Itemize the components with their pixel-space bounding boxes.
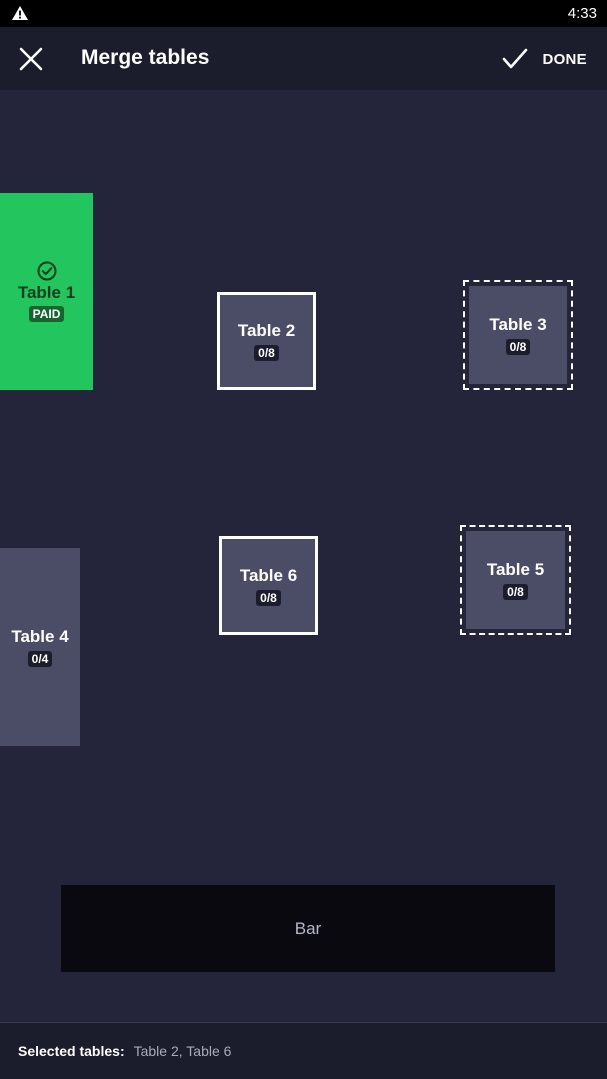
check-circle-icon — [37, 261, 56, 281]
table-6[interactable]: Table 6 0/8 — [219, 536, 318, 635]
table-5[interactable]: Table 5 0/8 — [460, 525, 571, 635]
selected-tables-value: Table 2, Table 6 — [133, 1043, 232, 1059]
table-name: Table 2 — [237, 321, 296, 340]
close-icon[interactable] — [16, 44, 46, 74]
table-name: Table 5 — [486, 560, 545, 579]
table-name: Table 1 — [17, 283, 76, 302]
table-3[interactable]: Table 3 0/8 — [463, 280, 573, 390]
table-4[interactable]: Table 4 0/4 — [0, 548, 80, 746]
bar-area: Bar — [61, 885, 555, 972]
app-bar: Merge tables DONE — [0, 27, 607, 90]
table-1[interactable]: Table 1 PAID — [0, 193, 93, 390]
warning-icon — [12, 6, 28, 20]
seat-count: 0/8 — [254, 345, 279, 361]
seat-count: 0/8 — [505, 339, 531, 355]
paid-badge: PAID — [28, 306, 65, 322]
page-title: Merge tables — [81, 46, 210, 69]
status-bar: 4:33 — [0, 0, 607, 27]
table-body: Table 3 0/8 — [469, 286, 567, 384]
selected-tables-footer: Selected tables: Table 2, Table 6 — [0, 1022, 607, 1079]
seat-count: 0/4 — [27, 651, 53, 667]
floor-plan: Table 1 PAID Table 2 0/8 Table 3 0/8 Tab… — [0, 90, 607, 1022]
selected-tables-label: Selected tables: — [18, 1043, 125, 1059]
table-2[interactable]: Table 2 0/8 — [217, 292, 316, 390]
done-button[interactable]: DONE — [502, 42, 587, 76]
seat-count: 0/8 — [256, 589, 281, 606]
table-body: Table 5 0/8 — [466, 531, 565, 629]
table-name: Table 4 — [11, 627, 69, 646]
table-name: Table 6 — [239, 565, 298, 585]
seat-count: 0/8 — [503, 584, 528, 600]
check-icon — [503, 48, 528, 69]
table-name: Table 3 — [489, 315, 547, 334]
status-time: 4:33 — [567, 5, 597, 22]
bar-label: Bar — [294, 918, 322, 938]
done-label: DONE — [542, 50, 587, 68]
